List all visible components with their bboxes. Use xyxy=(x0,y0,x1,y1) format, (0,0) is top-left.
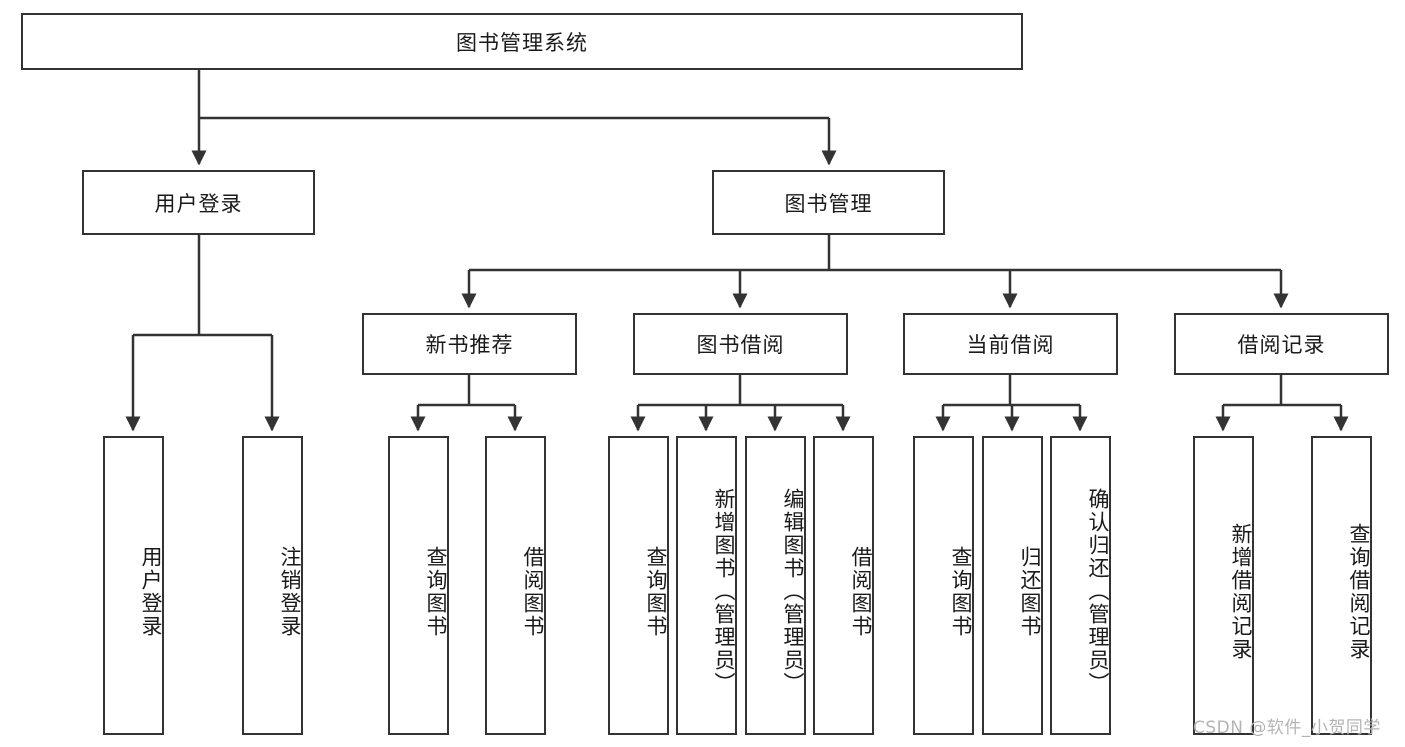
node-leaf-borrow-book-1[interactable]: 借阅图书 xyxy=(485,436,546,735)
node-leaf-logout-login[interactable]: 注销登录 xyxy=(242,436,303,735)
node-leaf-query-book-1[interactable]: 查询图书 xyxy=(388,436,449,735)
node-book-borrow-label: 图书借阅 xyxy=(696,333,785,357)
node-root[interactable]: 图书管理系统 xyxy=(21,13,1023,70)
node-leaf-query-book-3-label: 查询图书 xyxy=(949,545,973,638)
node-new-book-recommend-label: 新书推荐 xyxy=(425,333,514,357)
node-leaf-edit-book[interactable]: 编辑图书（管理员） xyxy=(745,436,806,735)
node-leaf-borrow-book-2-label: 借阅图书 xyxy=(849,545,873,638)
node-leaf-add-book-label: 新增图书（管理员） xyxy=(712,488,736,695)
node-leaf-query-book-3[interactable]: 查询图书 xyxy=(913,436,974,735)
node-user-login[interactable]: 用户登录 xyxy=(82,170,315,235)
node-leaf-confirm-return[interactable]: 确认归还（管理员） xyxy=(1050,436,1111,735)
node-root-label: 图书管理系统 xyxy=(456,30,588,55)
node-leaf-query-book-2[interactable]: 查询图书 xyxy=(608,436,669,735)
node-leaf-edit-book-label: 编辑图书（管理员） xyxy=(781,488,805,695)
node-book-manage[interactable]: 图书管理 xyxy=(712,170,945,235)
node-leaf-user-login[interactable]: 用户登录 xyxy=(103,436,164,735)
node-leaf-query-record-label: 查询借阅记录 xyxy=(1347,522,1371,661)
node-leaf-user-login-label: 用户登录 xyxy=(139,545,163,638)
node-leaf-return-book[interactable]: 归还图书 xyxy=(982,436,1043,735)
node-leaf-return-book-label: 归还图书 xyxy=(1018,545,1042,638)
node-leaf-query-book-1-label: 查询图书 xyxy=(424,545,448,638)
node-new-book-recommend[interactable]: 新书推荐 xyxy=(362,313,577,375)
csdn-watermark: CSDN @软件_小贺同学 xyxy=(1193,718,1381,738)
node-leaf-query-record[interactable]: 查询借阅记录 xyxy=(1311,436,1372,735)
node-current-borrow-label: 当前借阅 xyxy=(966,333,1055,357)
node-book-borrow[interactable]: 图书借阅 xyxy=(633,313,848,375)
node-borrow-record-label: 借阅记录 xyxy=(1237,333,1326,357)
node-leaf-logout-login-label: 注销登录 xyxy=(278,545,302,638)
node-leaf-query-book-2-label: 查询图书 xyxy=(644,545,668,638)
node-leaf-add-record[interactable]: 新增借阅记录 xyxy=(1193,436,1254,735)
node-leaf-confirm-return-label: 确认归还（管理员） xyxy=(1086,488,1110,695)
node-current-borrow[interactable]: 当前借阅 xyxy=(903,313,1118,375)
node-user-login-label: 用户登录 xyxy=(154,191,243,216)
node-leaf-borrow-book-1-label: 借阅图书 xyxy=(521,545,545,638)
node-leaf-add-record-label: 新增借阅记录 xyxy=(1229,522,1253,661)
node-book-manage-label: 图书管理 xyxy=(784,191,873,216)
node-leaf-add-book[interactable]: 新增图书（管理员） xyxy=(676,436,737,735)
node-borrow-record[interactable]: 借阅记录 xyxy=(1174,313,1389,375)
node-leaf-borrow-book-2[interactable]: 借阅图书 xyxy=(813,436,874,735)
